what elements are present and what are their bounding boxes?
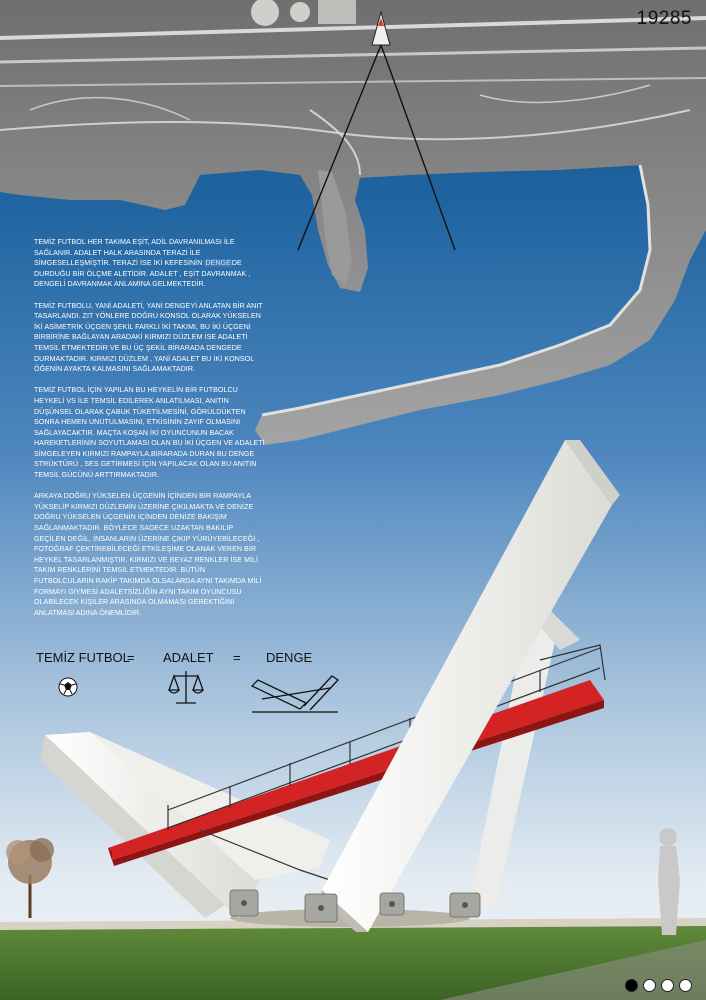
monument-rendering <box>40 440 620 932</box>
equation-term-adalet: ADALET <box>163 650 214 665</box>
paragraph-2: TEMİZ FUTBOLU, YANİ ADALETİ, YANİ DENGEY… <box>34 301 263 374</box>
page-dot-2[interactable] <box>643 979 656 992</box>
paragraph-1-text-end: DE DURDUĞU BİR ÖLÇME ALETİDİR. ADALET , … <box>34 259 251 289</box>
tree-illustration <box>6 838 54 918</box>
equation-term-denge: DENGE <box>266 650 313 665</box>
equals-sign: = <box>233 650 241 665</box>
balance-diagram-icon <box>250 675 339 713</box>
sheet-number: 19285 <box>636 8 692 29</box>
paragraph-1-text: TEMİZ FUTBOL HER TAKIMA EŞİT, ADİL DAVRA… <box>34 238 235 268</box>
aerial-site-map <box>0 0 706 445</box>
equals-sign: = <box>127 650 135 665</box>
description-text: TEMİZ FUTBOL HER TAKIMA EŞİT, ADİL DAVRA… <box>34 237 266 629</box>
sightline-triangle <box>297 44 456 251</box>
human-scale-figure <box>658 828 680 935</box>
denge-highlight: DENGE <box>204 259 232 268</box>
paragraph-1: TEMİZ FUTBOL HER TAKIMA EŞİT, ADİL DAVRA… <box>34 237 266 290</box>
page-indicator <box>625 979 692 992</box>
page-dot-4[interactable] <box>679 979 692 992</box>
football-icon <box>58 677 78 697</box>
equation-term-temiz-futbol: TEMİZ FUTBOL <box>36 650 130 665</box>
page-dot-3[interactable] <box>661 979 674 992</box>
paragraph-4: ARKAYA DOĞRU YÜKSELEN ÜÇGENİN İÇİNDEN Bİ… <box>34 492 262 617</box>
paragraph-3: TEMİZ FUTBOL İÇİN YAPILAN BU HEYKELİN Bİ… <box>34 386 265 480</box>
page-dot-1[interactable] <box>625 979 638 992</box>
scales-of-justice-icon <box>168 671 204 704</box>
